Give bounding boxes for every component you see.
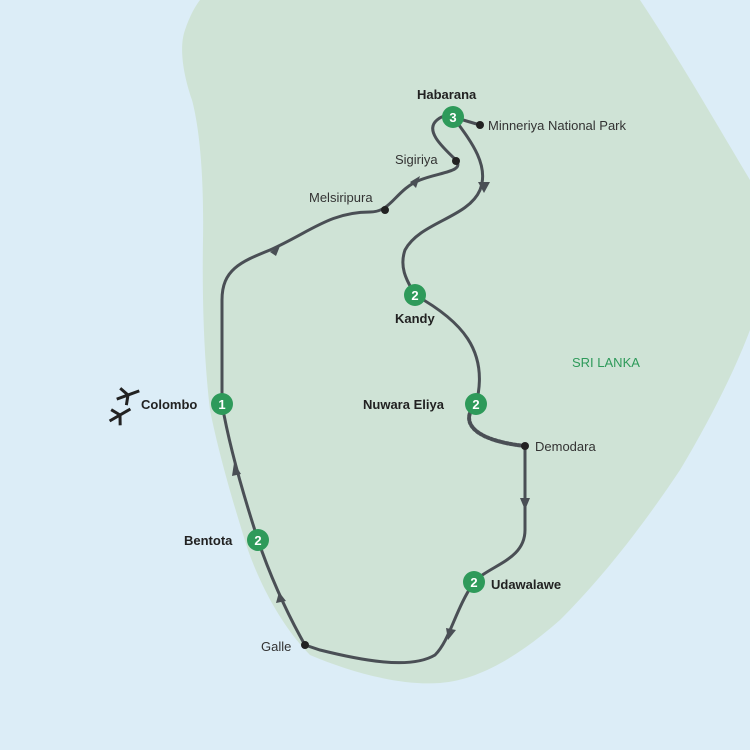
stop-marker-nuwara-eliya[interactable]: 2 — [465, 393, 487, 415]
label-colombo: Colombo — [141, 397, 198, 412]
route-arrows — [232, 176, 530, 640]
sri-lanka-landmass — [182, 0, 750, 684]
label-demodara: Demodara — [535, 439, 596, 454]
route — [220, 114, 527, 665]
label-sigiriya: Sigiriya — [395, 152, 438, 167]
airplane-departure-icon — [108, 407, 132, 426]
label-habarana: Habarana — [417, 87, 477, 102]
stop-marker-bentota[interactable]: 2 — [247, 529, 269, 551]
label-kandy: Kandy — [395, 311, 435, 326]
stop-marker-habarana[interactable]: 3 — [442, 106, 464, 128]
label-galle: Galle — [261, 639, 292, 654]
label-melsiripura: Melsiripura — [309, 190, 373, 205]
label-minneriya: Minneriya National Park — [488, 118, 627, 133]
stop-marker-colombo[interactable]: 1 — [211, 393, 233, 415]
country-label: SRI LANKA — [572, 355, 640, 370]
label-nuwara-eliya: Nuwara Eliya — [363, 397, 444, 412]
stop-marker-udawalawe[interactable]: 2 — [463, 571, 485, 593]
airplane-arrival-icon — [116, 387, 140, 406]
stop-marker-kandy[interactable]: 2 — [404, 284, 426, 306]
label-udawalawe: Udawalawe — [491, 577, 562, 592]
waypoint-dots — [301, 121, 529, 649]
label-bentota: Bentota — [184, 533, 233, 548]
